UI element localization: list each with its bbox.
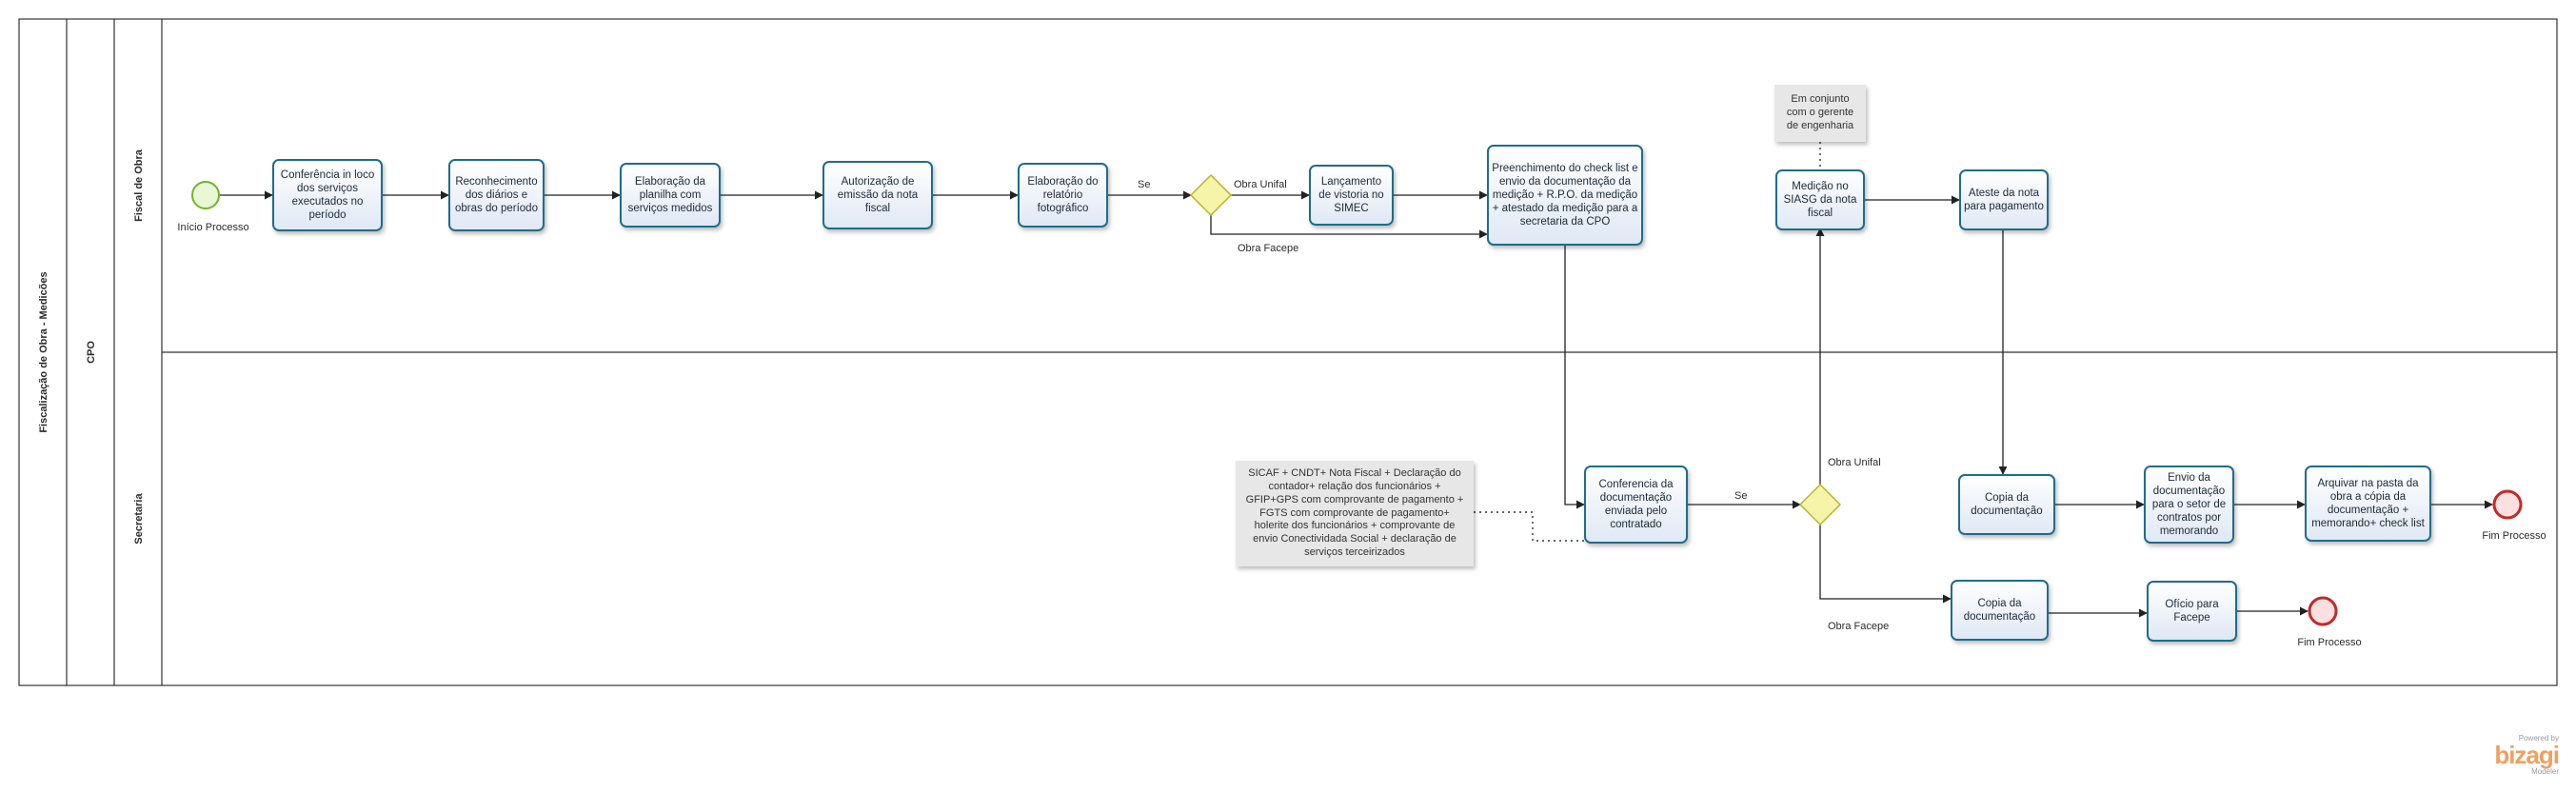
task-conferencia-in-loco[interactable]: Conferência in loco dos serviços executa…	[272, 159, 383, 231]
task-label: Arquivar na pasta da obra a cópia da doc…	[2311, 477, 2425, 530]
task-label: Autorização de emissão da nota fiscal	[837, 175, 919, 214]
start-event[interactable]	[191, 181, 220, 209]
task-preenchimento-checklist[interactable]: Preenchimento do check list e envio da d…	[1487, 145, 1643, 246]
annotation-gerente	[1774, 85, 1866, 142]
watermark-powered: Powered by	[2518, 734, 2559, 743]
task-label: Copia da documentação	[1971, 491, 2043, 517]
task-label: Copia da documentação	[1963, 597, 2036, 623]
annotation-gerente-text: Em conjunto com o gerente de engenharia	[1786, 93, 1854, 131]
lane-group-title: CPO	[86, 341, 97, 364]
task-copia-documentacao-1[interactable]: Copia da documentação	[1958, 474, 2055, 535]
task-label: Ateste da nota para pagamento	[1964, 187, 2044, 212]
end-event-2-label: Fim Processo	[2297, 637, 2361, 648]
annotation-documentos-text: SICAF + CNDT+ Nota Fiscal + Declaração d…	[1245, 467, 1464, 558]
bizagi-watermark: Powered by bizagi Modeler	[2494, 734, 2560, 776]
task-label: Conferência in loco dos serviços executa…	[280, 169, 375, 222]
task-elaboracao-planilha[interactable]: Elaboração da planilha com serviços medi…	[620, 163, 721, 228]
flow-label-facepe-1: Obra Facepe	[1238, 243, 1298, 254]
annotation-documentos	[1236, 461, 1474, 566]
task-ateste-nota[interactable]: Ateste da nota para pagamento	[1959, 169, 2049, 230]
task-label: Reconhecimento dos diários e obras do pe…	[455, 175, 538, 214]
flow-label-unifal-1: Obra Unifal	[1234, 179, 1287, 190]
lane-title-secretaria: Secretaria	[133, 493, 145, 545]
gateway-obra-1[interactable]	[1189, 173, 1233, 217]
task-medicao-siasg[interactable]: Medição no SIASG da nota fiscal	[1775, 169, 1865, 230]
task-label: Lançamento de vistoria no SIMEC	[1318, 175, 1384, 214]
task-envio-setor-contratos[interactable]: Envio da documentação para o setor de co…	[2144, 466, 2234, 544]
flow-label-se-1: Se	[1138, 179, 1150, 190]
task-oficio-facepe[interactable]: Ofício para Facepe	[2147, 581, 2237, 642]
task-label: Medição no SIASG da nota fiscal	[1783, 180, 1857, 219]
task-label: Ofício para Facepe	[2165, 598, 2219, 624]
task-label: Envio da documentação para o setor de co…	[2151, 471, 2227, 538]
associations	[1474, 142, 1821, 542]
task-arquivar-pasta-obra[interactable]: Arquivar na pasta da obra a cópia da doc…	[2305, 466, 2431, 542]
gateway-obra-2[interactable]	[1798, 483, 1842, 526]
bizagi-logo: bizagi	[2494, 741, 2560, 769]
pool-title: Fiscalização de Obra - Medicões	[38, 271, 50, 432]
flow-label-se-2: Se	[1734, 490, 1747, 502]
task-label: Conferencia da documentação enviada pelo…	[1598, 478, 1674, 531]
lane-title-fiscal: Fiscal de Obra	[133, 149, 145, 222]
task-label: Elaboração da planilha com serviços medi…	[627, 175, 713, 214]
task-reconhecimento-diarios[interactable]: Reconhecimento dos diários e obras do pe…	[448, 159, 545, 231]
end-event-1[interactable]	[2492, 489, 2523, 520]
watermark-product: Modeler	[2531, 767, 2559, 776]
end-event-2[interactable]	[2308, 596, 2338, 626]
task-copia-documentacao-2[interactable]: Copia da documentação	[1951, 580, 2049, 641]
task-lancamento-simec[interactable]: Lançamento de vistoria no SIMEC	[1309, 165, 1394, 226]
task-conferencia-documentacao[interactable]: Conferencia da documentação enviada pelo…	[1584, 466, 1688, 544]
end-event-1-label: Fim Processo	[2482, 530, 2546, 542]
flow-label-facepe-2: Obra Facepe	[1828, 621, 1889, 632]
sequence-flows	[220, 190, 2493, 618]
flow-label-unifal-2: Obra Unifal	[1828, 457, 1881, 468]
start-event-label: Início Processo	[177, 222, 248, 233]
task-label: Elaboração do relatório fotográfico	[1027, 175, 1099, 214]
task-autorizacao-nota-fiscal[interactable]: Autorização de emissão da nota fiscal	[822, 161, 933, 229]
task-label: Preenchimento do check list e envio da d…	[1492, 162, 1638, 228]
task-relatorio-fotografico[interactable]: Elaboração do relatório fotográfico	[1018, 163, 1108, 228]
